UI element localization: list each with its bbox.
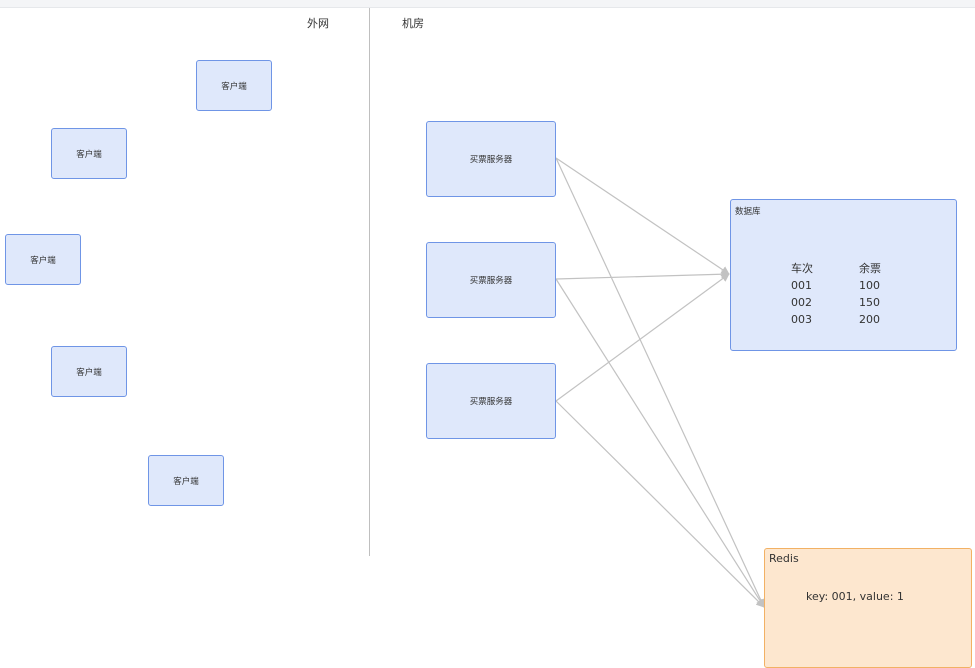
ticket-server-node[interactable]: 买票服务器 [426,363,556,439]
table-row: 003 200 [791,311,881,328]
remaining-tickets-cell: 150 [859,296,880,309]
database-node[interactable]: 数据库 车次 余票 001 100 002 150 003 200 [730,199,957,351]
zone-label-outside: 外网 [307,17,329,30]
edge-server1-db [555,157,730,275]
redis-node[interactable]: Redis key: 001, value: 1 [764,548,972,668]
remaining-tickets-cell: 100 [859,279,880,292]
redis-entry: key: 001, value: 1 [806,590,904,603]
client-node[interactable]: 客户端 [196,60,272,111]
column-header: 车次 [791,262,813,275]
database-table: 车次 余票 001 100 002 150 003 200 [791,260,881,328]
redis-title: Redis [769,552,799,565]
ticket-server-node[interactable]: 买票服务器 [426,121,556,197]
train-number-cell: 002 [791,296,812,309]
zone-divider-line [369,8,370,556]
train-number-cell: 001 [791,279,812,292]
table-row: 001 100 [791,277,881,294]
edge-server2-db [555,270,730,280]
edge-server3-redis [555,400,765,608]
edge-server2-redis [555,278,765,608]
top-toolbar-strip [0,0,975,8]
column-header: 余票 [859,262,881,275]
client-node[interactable]: 客户端 [51,346,127,397]
edge-server3-db [555,273,730,402]
table-header-row: 车次 余票 [791,260,881,277]
client-node[interactable]: 客户端 [5,234,81,285]
database-title: 数据库 [735,207,761,217]
ticket-server-node[interactable]: 买票服务器 [426,242,556,318]
client-node[interactable]: 客户端 [148,455,224,506]
edge-server1-redis [555,157,765,608]
table-row: 002 150 [791,294,881,311]
client-node[interactable]: 客户端 [51,128,127,179]
remaining-tickets-cell: 200 [859,313,880,326]
train-number-cell: 003 [791,313,812,326]
zone-label-datacenter: 机房 [402,17,424,30]
